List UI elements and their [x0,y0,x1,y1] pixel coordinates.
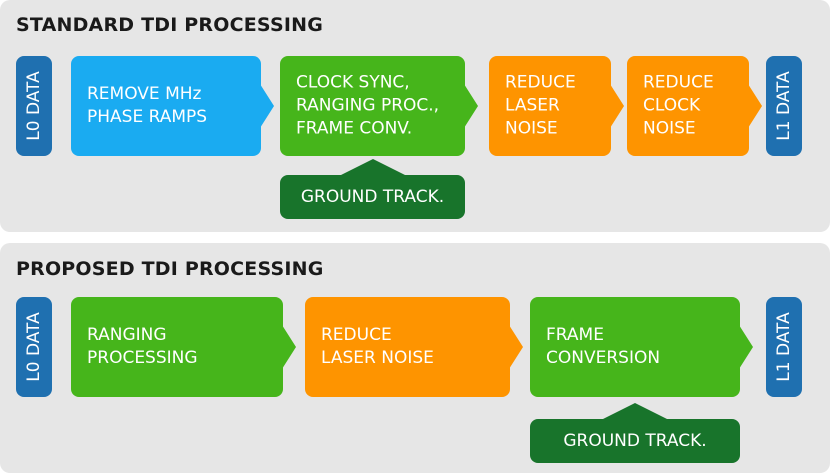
standard-ground-tracking-label: GROUND TRACK. [300,187,445,207]
flow-arrow [610,84,624,128]
standard-l1-data-label: L1 DATA [774,71,794,141]
standard-l0-data: L0 DATA [16,56,52,156]
step-reduce-laser-noise-proposed: REDUCE LASER NOISE [305,297,523,397]
standard-tdi-panel: STANDARD TDI PROCESSING L0 DATA REMOVE M… [0,0,830,232]
step-clock-sync-ranging-frame-label: CLOCK SYNC, RANGING PROC., FRAME CONV. [296,72,440,139]
proposed-l0-data: L0 DATA [16,297,52,397]
flow-arrow [282,325,296,369]
flow-arrow [464,84,478,128]
standard-l0-data-label: L0 DATA [24,71,44,141]
step-remove-mhz-phase-ramps: REMOVE MHz PHASE RAMPS [71,56,274,156]
proposed-l1-data-label: L1 DATA [774,312,794,382]
step-reduce-laser-noise: REDUCE LASER NOISE [489,56,624,156]
step-reduce-clock-noise-label: REDUCE CLOCK NOISE [643,72,714,139]
step-reduce-clock-noise: REDUCE CLOCK NOISE [627,56,762,156]
flow-arrow [260,84,274,128]
proposed-l0-data-label: L0 DATA [24,312,44,382]
proposed-ground-tracking-label: GROUND TRACK. [563,431,707,451]
proposed-l1-data: L1 DATA [766,297,802,397]
step-frame-conversion-label: FRAME CONVERSION [546,325,661,368]
step-frame-conversion: FRAME CONVERSION [530,297,753,397]
step-ranging-processing: RANGING PROCESSING [71,297,296,397]
proposed-panel-title: PROPOSED TDI PROCESSING [16,258,324,280]
step-remove-mhz-phase-ramps-label: REMOVE MHz PHASE RAMPS [87,84,208,127]
step-ranging-processing-label: RANGING PROCESSING [87,325,198,368]
step-reduce-laser-noise-label: REDUCE LASER NOISE [505,72,576,139]
ground-tracking-pointer [601,403,669,420]
flow-arrow [748,84,762,128]
proposed-tdi-panel: PROPOSED TDI PROCESSING L0 DATA RANGING … [0,243,830,473]
flow-arrow [739,325,753,369]
flow-arrow [509,325,523,369]
standard-ground-tracking: GROUND TRACK. [280,159,465,219]
proposed-ground-tracking: GROUND TRACK. [530,403,740,463]
step-reduce-laser-noise-proposed-label: REDUCE LASER NOISE [321,325,434,368]
ground-tracking-pointer [338,159,407,176]
step-clock-sync-ranging-frame: CLOCK SYNC, RANGING PROC., FRAME CONV. [280,56,478,156]
standard-l1-data: L1 DATA [766,56,802,156]
standard-panel-title: STANDARD TDI PROCESSING [16,14,323,36]
